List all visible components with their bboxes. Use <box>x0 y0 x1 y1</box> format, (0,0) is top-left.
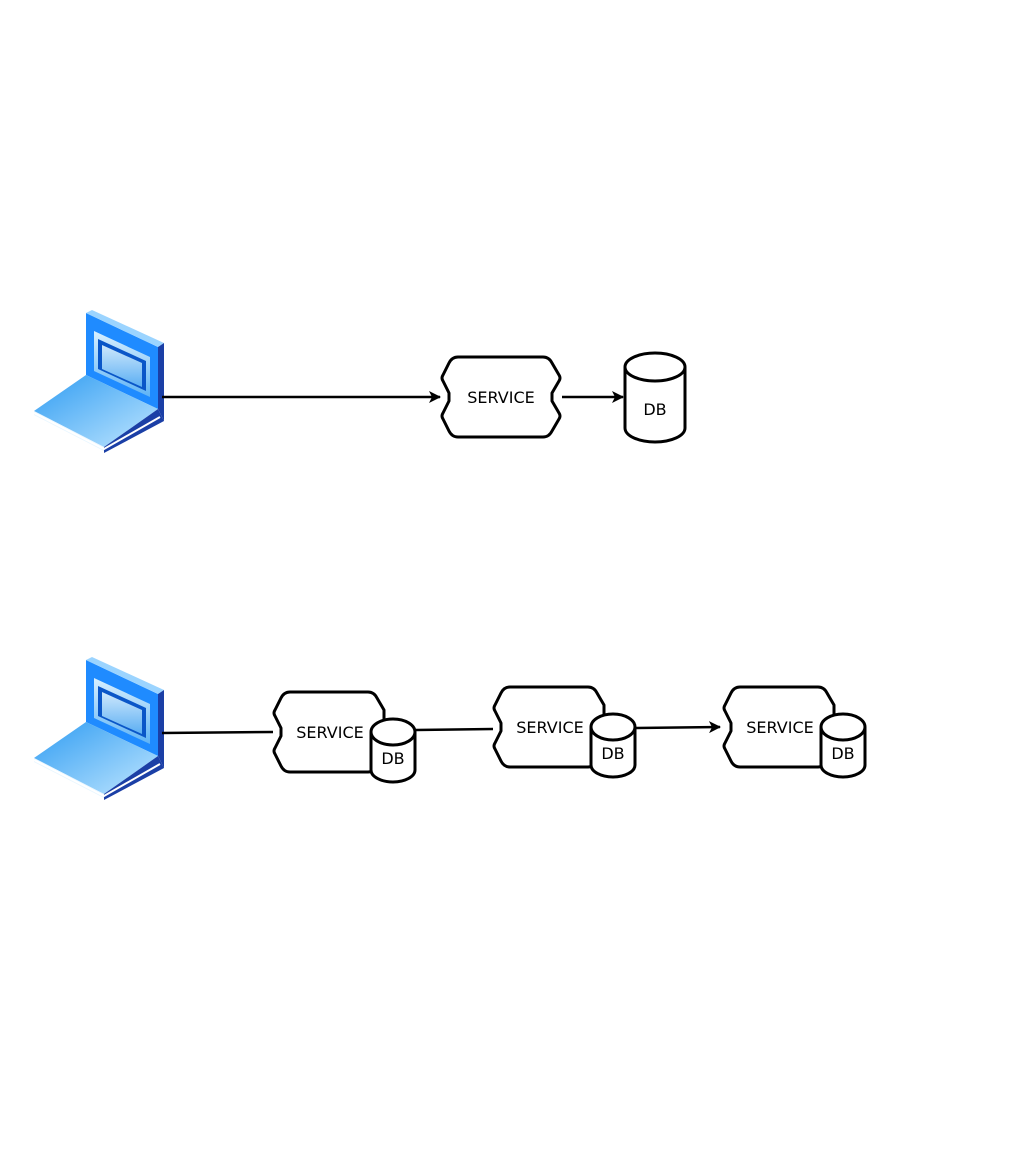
bottom-service-node-1[interactable]: SERVICE DB <box>272 690 417 784</box>
bottom-db-1-label: DB <box>381 749 404 768</box>
top-service-node[interactable]: SERVICE <box>440 355 562 439</box>
top-db-label: DB <box>643 400 666 419</box>
service-hexagon-shape <box>272 690 386 774</box>
bottom-service-1-label: SERVICE <box>296 723 363 742</box>
bottom-service-node-3[interactable]: SERVICE DB <box>722 685 867 779</box>
bottom-service-2-to-3-arrow <box>635 721 721 734</box>
bottom-service-2-label: SERVICE <box>516 718 583 737</box>
db-cylinder-shape <box>623 367 687 444</box>
bottom-client-to-service-1-line <box>161 730 274 735</box>
bottom-service-node-2[interactable]: SERVICE DB <box>492 685 637 779</box>
bottom-service-1-to-2-line <box>415 727 494 732</box>
bottom-db-2: DB <box>589 712 637 779</box>
service-hexagon-shape <box>492 685 606 769</box>
bottom-db-3: DB <box>819 712 867 779</box>
service-hexagon-shape <box>722 685 836 769</box>
top-db-node[interactable]: DB <box>623 351 687 444</box>
bottom-db-1: DB <box>369 717 417 784</box>
top-flow: SERVICE DB <box>33 309 687 454</box>
top-service-label: SERVICE <box>467 388 534 407</box>
bottom-flow: SERVICE DB SERVICE DB SERVICE <box>33 656 867 801</box>
top-client-laptop-icon[interactable] <box>33 309 165 454</box>
bottom-db-3-label: DB <box>831 744 854 763</box>
bottom-db-2-label: DB <box>601 744 624 763</box>
bottom-client-laptop-icon[interactable] <box>33 656 165 801</box>
bottom-service-3-label: SERVICE <box>746 718 813 737</box>
service-hexagon-shape <box>440 355 562 439</box>
